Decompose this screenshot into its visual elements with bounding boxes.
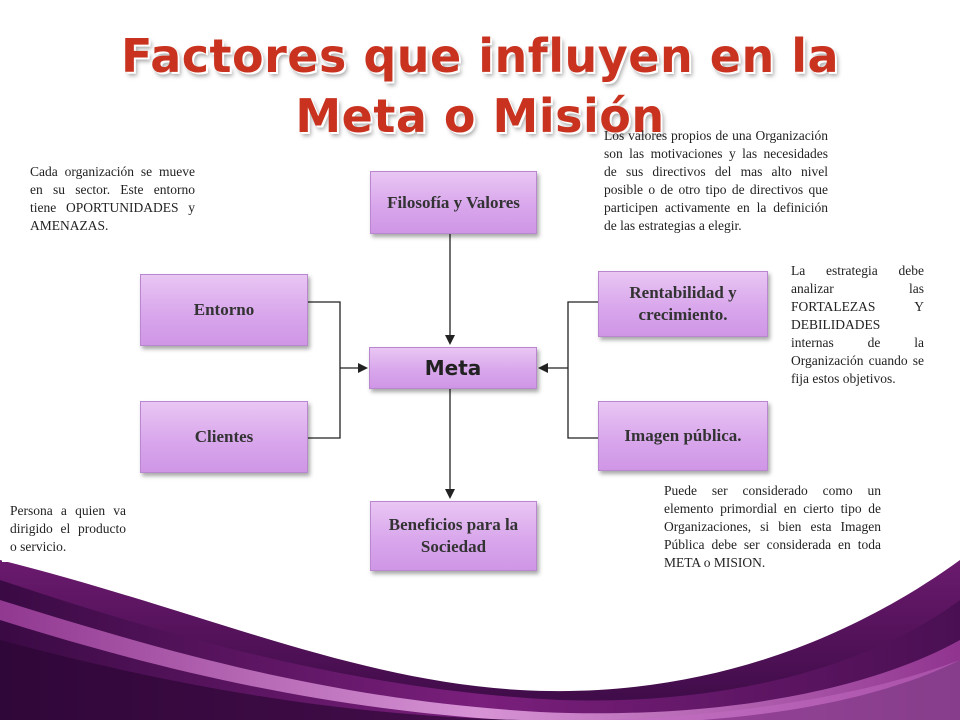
note-entorno: Cada organización se mueve en su sector.…	[30, 164, 195, 233]
note-clientes: Persona a quien va dirigido el producto …	[2, 498, 130, 562]
page-title: Factores que influyen en la Meta o Misió…	[120, 29, 840, 143]
box-rentabilidad-crecimiento: Rentabilidad y crecimiento.	[598, 271, 768, 337]
note-estrategia: La estrategia debe analizar las FORTALEZ…	[791, 263, 924, 386]
connector-rentabilidad-imagen-meta	[567, 301, 598, 439]
connector-entorno-clientes-meta	[308, 301, 341, 439]
note-valores: Los valores propios de una Organización …	[604, 128, 828, 233]
box-clientes: Clientes	[140, 401, 308, 473]
box-entorno: Entorno	[140, 274, 308, 346]
box-imagen-publica: Imagen pública.	[598, 401, 768, 471]
box-filosofia-valores: Filosofía y Valores	[370, 171, 537, 234]
box-beneficios-sociedad: Beneficios para la Sociedad	[370, 501, 537, 571]
note-imagen: Puede ser considerado como un elemento p…	[656, 478, 885, 578]
box-meta: Meta	[369, 347, 537, 389]
